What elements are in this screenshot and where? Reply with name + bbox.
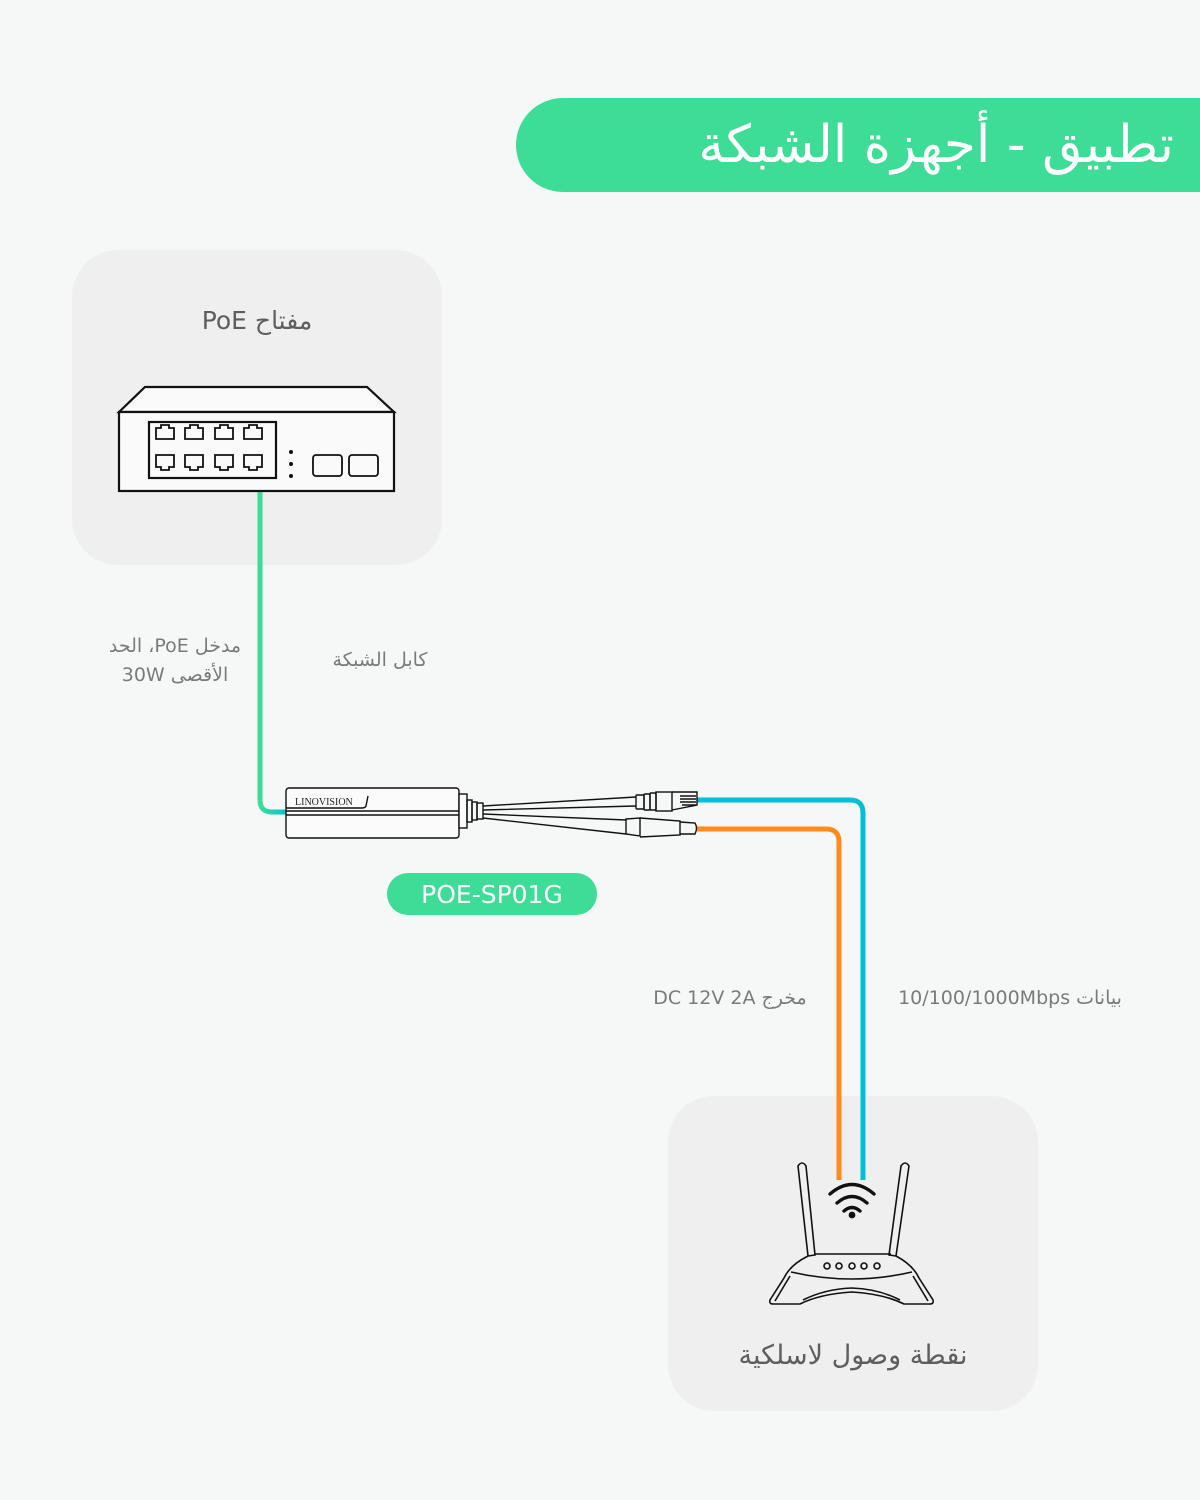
poe-input-note: مدخل PoE، الحد الأقصى 30W [108, 635, 242, 686]
network-cable-wire [257, 489, 291, 815]
dc-power-wire [697, 826, 842, 1180]
poe-switch-label: مفتاح PoE [201, 306, 313, 335]
ethernet-data-wire [697, 797, 866, 1180]
dc-output-note: مخرج DC 12V 2A [653, 987, 807, 1009]
page-title: تطبيق - أجهزة الشبكة [698, 115, 1174, 175]
access-point-label: نقطة وصول لاسلكية [738, 1340, 968, 1371]
data-rate-note: بيانات 10/100/1000Mbps [898, 987, 1122, 1009]
splitter-model: POE-SP01G [421, 879, 563, 909]
splitter-model-badge: POE-SP01G [387, 873, 597, 915]
poe-splitter-icon: LINOVISION [285, 787, 698, 839]
title-banner: تطبيق - أجهزة الشبكة [516, 98, 1200, 192]
network-cable-note: كابل الشبكة [332, 649, 428, 671]
splitter-brand: LINOVISION [295, 797, 353, 808]
wireless-router-icon [769, 1162, 934, 1305]
poe-switch-icon [116, 385, 397, 493]
wifi-icon [828, 1182, 876, 1219]
